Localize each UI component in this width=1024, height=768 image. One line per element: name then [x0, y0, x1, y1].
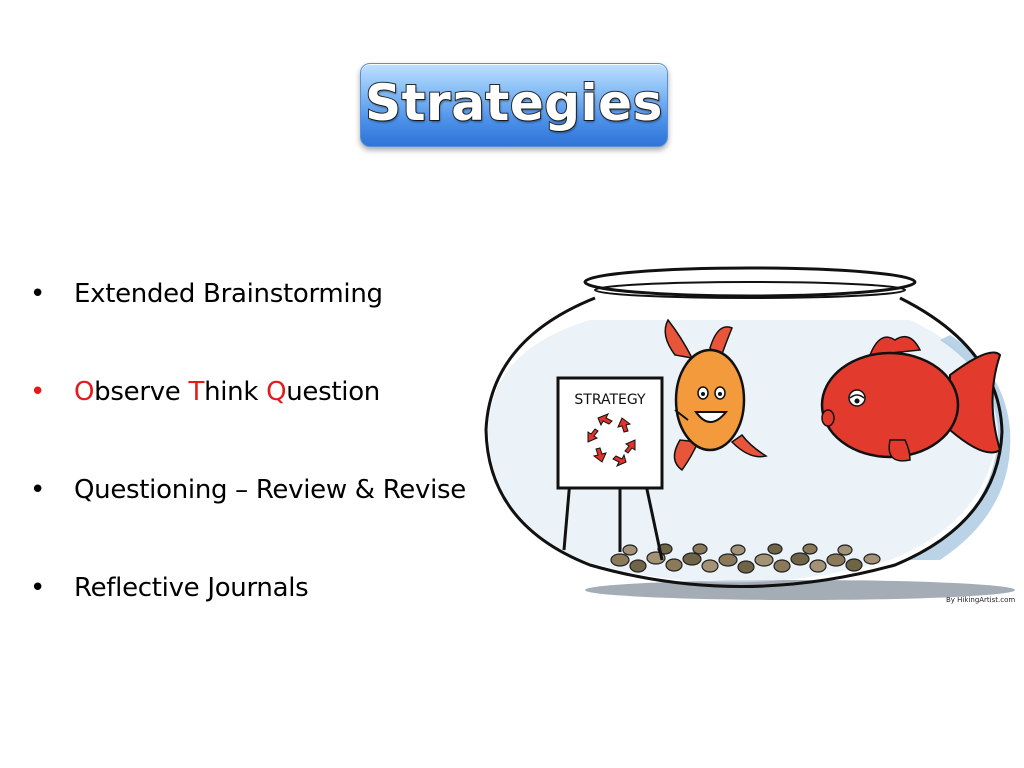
sign-text: STRATEGY [574, 392, 646, 408]
water-shading-right [910, 335, 1011, 560]
bullet-text: Reflective Journals [74, 573, 309, 603]
red-fish [820, 335, 1002, 462]
bullet-text: Questioning – Review & Revise [74, 475, 466, 505]
word-bserve: bserve [94, 377, 189, 407]
slide-title: Strategies [364, 74, 663, 132]
strategy-sign: STRATEGY [556, 376, 664, 561]
bullet-item-1: • Extended Brainstorming [30, 272, 466, 370]
bullet-text: Extended Brainstorming [74, 279, 383, 309]
bullet-symbol: • [30, 377, 46, 407]
letter-o: O [74, 377, 95, 407]
bullet-item-3: • Questioning – Review & Revise [30, 468, 466, 566]
bullet-list: • Extended Brainstorming • Observe Think… [30, 272, 466, 664]
bowl-rim-inner [594, 281, 906, 299]
letter-t: T [188, 377, 205, 407]
gravel [610, 543, 881, 574]
illustration-credit: By HikingArtist.com [946, 596, 1015, 604]
bullet-symbol: • [30, 573, 46, 603]
bullet-item-2: • Observe Think Question [30, 370, 466, 468]
bullet-text-otq: Observe Think Question [74, 370, 380, 414]
bullet-item-4: • Reflective Journals [30, 566, 466, 664]
word-hink: hink [204, 377, 267, 407]
title-banner: Strategies [360, 63, 668, 147]
letter-q: Q [266, 377, 287, 407]
bullet-symbol: • [30, 475, 46, 505]
word-uestion: uestion [286, 377, 380, 407]
bullet-symbol: • [30, 279, 46, 309]
fishbowl-illustration: STRATEGY [484, 266, 1015, 604]
orange-fish [664, 318, 768, 472]
bowl-outline [484, 296, 1004, 588]
cycle-arrows-icon [587, 413, 636, 468]
